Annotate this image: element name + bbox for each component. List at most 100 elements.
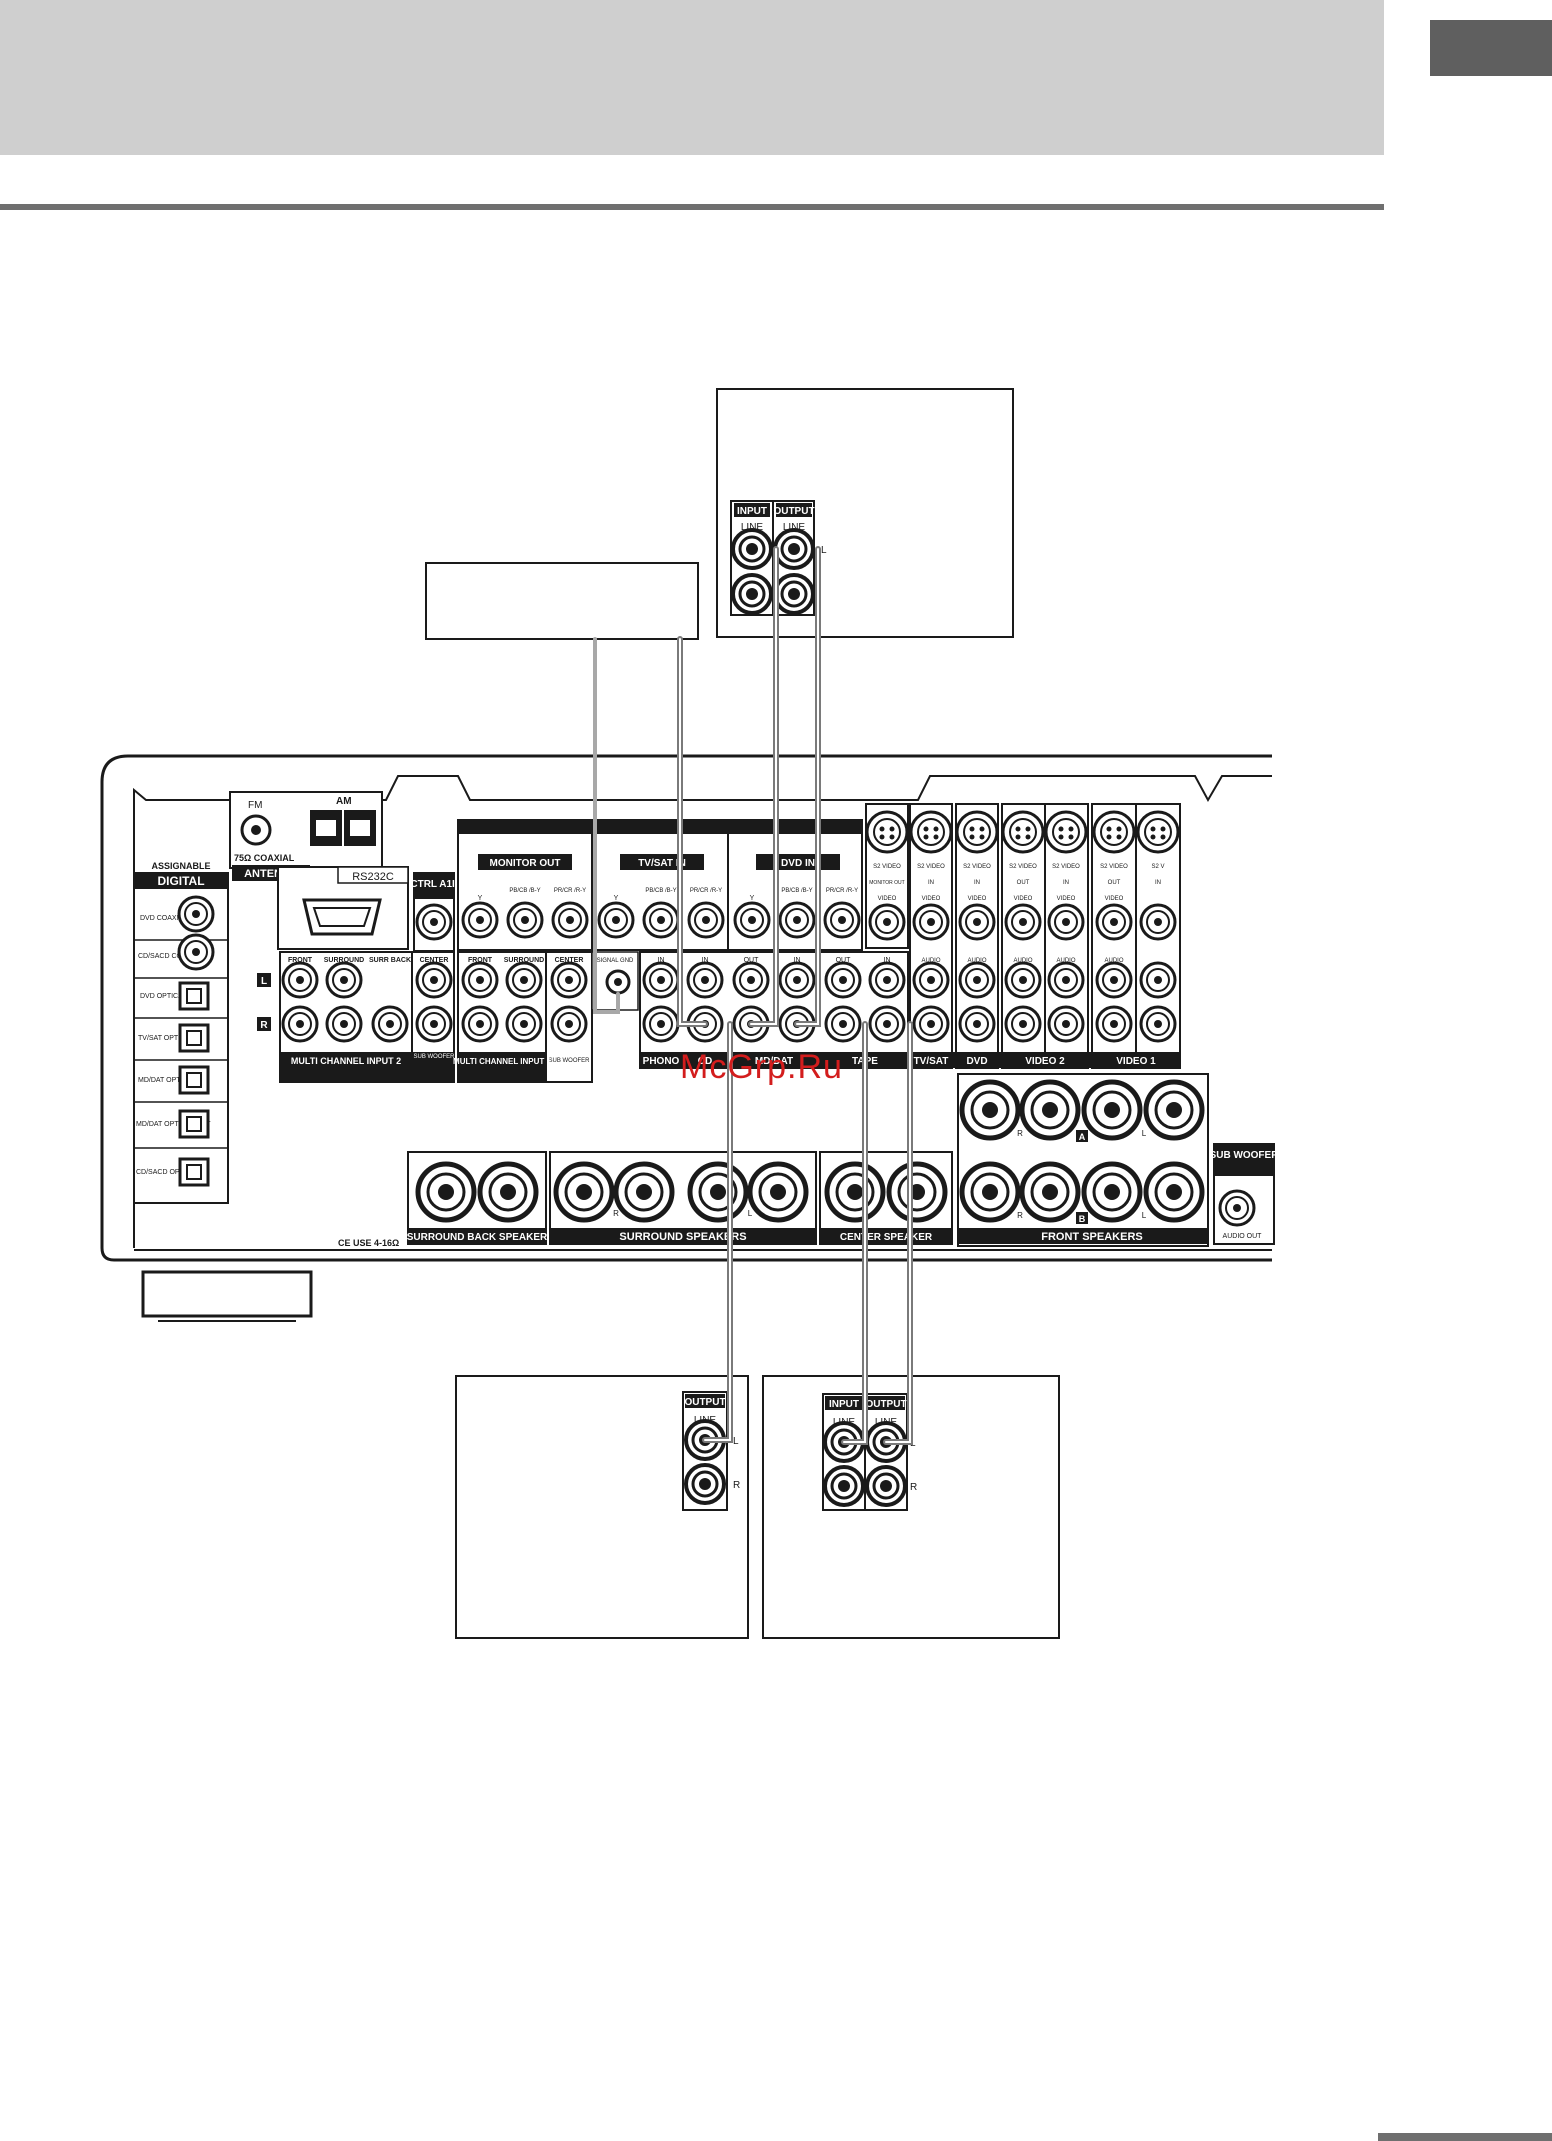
- top-deck-out-r-jack: [773, 573, 815, 615]
- bottom-right-output-label: OUTPUT: [865, 1399, 906, 1410]
- audio-word: AUDIO: [1013, 958, 1032, 964]
- multi2-front-label: FRONT: [288, 957, 313, 964]
- front-b-l: L: [1142, 1211, 1147, 1220]
- component-pr-label: PR/CR /R-Y: [690, 888, 722, 894]
- multi1-center-label: CENTER: [555, 957, 584, 964]
- top-deck-in-l-jack: [731, 528, 773, 570]
- l-marker: L: [261, 976, 267, 987]
- front-a-l: L: [1142, 1129, 1147, 1138]
- dvd-in-label: DVD IN: [781, 858, 815, 869]
- tvsat-in-label: TV/SAT IN: [638, 858, 686, 869]
- am-label: AM: [336, 796, 352, 807]
- digital-ports: DVD COAXIAL IN CD/SACD COAXIAL IN DVD OP…: [134, 895, 228, 1187]
- top-deck-in-r-jack: [731, 573, 773, 615]
- cables: [593, 546, 913, 1445]
- lower-speaker-terminals: SURROUND BACK SPEAKER R L SURROUND SPEAK…: [407, 1151, 953, 1245]
- multi2-surrback-label: SURR BACK: [369, 957, 411, 964]
- video-mid-label: IN: [1155, 880, 1161, 886]
- video-mid-label: IN: [974, 880, 980, 886]
- audio-word: AUDIO: [967, 958, 986, 964]
- video-col-label: S2 VIDEO: [1100, 864, 1128, 870]
- ctrl-label: CTRL A1II: [410, 879, 457, 890]
- component-pb-label: PB/CB /B-Y: [509, 888, 540, 894]
- video-col-label: S2 VIDEO: [1009, 864, 1037, 870]
- audio-top-label: OUT: [744, 957, 760, 964]
- sub-out-label: AUDIO OUT: [1223, 1233, 1263, 1240]
- multi2-sub-label: SUB WOOFER: [413, 1054, 455, 1060]
- top-deck-line-in-label: LINE: [741, 522, 764, 533]
- audio-word: AUDIO: [1056, 958, 1075, 964]
- bottom-left-r-label: R: [733, 1480, 740, 1491]
- component-pr-label: PR/CR /R-Y: [554, 888, 586, 894]
- audio-top-label: OUT: [836, 957, 852, 964]
- multi1-sub-label: SUB WOOFER: [548, 1058, 590, 1064]
- group-label: PHONO: [643, 1056, 680, 1067]
- impedance-label: CE USE 4-16Ω: [338, 1238, 399, 1248]
- multi2-center-label: CENTER: [420, 957, 449, 964]
- group-label: TV/SAT: [914, 1056, 949, 1067]
- turntable-box: [425, 562, 699, 640]
- group-label: CD: [698, 1056, 712, 1067]
- video-word: VIDEO: [878, 896, 897, 902]
- coax-label: 75Ω COAXIAL: [234, 853, 295, 863]
- front-b-r: R: [1017, 1211, 1023, 1220]
- group-label: VIDEO 1: [1116, 1056, 1156, 1067]
- audio-top-label: IN: [702, 957, 709, 964]
- front-speaker-terminals: R A L R B L FRONT SPEAKERS: [957, 1073, 1209, 1247]
- top-deck: INPUT OUTPUT LINE LINE L: [716, 388, 1014, 638]
- audio-top-label: IN: [658, 957, 665, 964]
- digital-title-1: ASSIGNABLE: [151, 861, 210, 871]
- component-y-label: Y: [614, 895, 619, 902]
- group-label: DVD: [966, 1056, 987, 1067]
- top-deck-line-out-label: LINE: [783, 522, 806, 533]
- bottom-right-r-label: R: [910, 1482, 917, 1493]
- audio-word: AUDIO: [921, 958, 940, 964]
- multi1-label: MULTI CHANNEL INPUT 1: [453, 1057, 551, 1066]
- signal-gnd-label: SIGNAL GND: [597, 958, 634, 964]
- r-marker: R: [260, 1020, 268, 1031]
- component-y-label: Y: [750, 895, 755, 902]
- multi1-surround-label: SURROUND: [504, 957, 544, 964]
- section-tab: [1430, 20, 1552, 76]
- multi2-label: MULTI CHANNEL INPUT 2: [291, 1056, 401, 1066]
- digital-port-label: DVD COAXIAL IN: [140, 915, 196, 922]
- video-mid-label: OUT: [1108, 880, 1121, 886]
- bottom-left-out-r-jack: [684, 1463, 726, 1505]
- header-rule: [0, 204, 1384, 210]
- page-footer-tab: [1378, 2133, 1552, 2141]
- component-jacks: Y PB/CB /B-Y PR/CR /R-Y Y PB/CB /B-Y PR/…: [461, 888, 861, 939]
- multi1-front-label: FRONT: [468, 957, 493, 964]
- digital-port-label: CD/SACD OPTICAL IN: [136, 1169, 208, 1176]
- video-word: VIDEO: [1014, 896, 1033, 902]
- audio-top-label: IN: [884, 957, 891, 964]
- group-label: VIDEO 2: [1025, 1056, 1065, 1067]
- top-deck-out-l-jack: [773, 528, 815, 570]
- group-label: MD/DAT: [755, 1056, 793, 1067]
- multi2-surround-label: SURROUND: [324, 957, 364, 964]
- video-columns: S2 VIDEO S2 VIDEO S2 VIDEO S2 VIDEO S2 V…: [865, 803, 1181, 1069]
- audio-top-label: IN: [794, 957, 801, 964]
- front-a-r: R: [1017, 1129, 1023, 1138]
- video-col-label: S2 VIDEO: [917, 864, 945, 870]
- digital-port-label: MD/DAT OPTICAL IN: [138, 1077, 205, 1084]
- top-deck-l-label: L: [821, 545, 827, 556]
- digital-port-label: CD/SACD COAXIAL IN: [138, 953, 210, 960]
- component-pr-label: PR/CR /R-Y: [826, 888, 858, 894]
- video-mid-label: IN: [1063, 880, 1069, 886]
- video-word: VIDEO: [922, 896, 941, 902]
- bottom-right-device: INPUT OUTPUT LINE LINE L R: [762, 1375, 1060, 1639]
- video-col-label: S2 V: [1151, 864, 1164, 870]
- surround-r: R: [613, 1209, 619, 1218]
- watermark: McGrp.Ru: [680, 1048, 843, 1086]
- video-word: VIDEO: [1057, 896, 1076, 902]
- video-word: VIDEO: [968, 896, 987, 902]
- bottom-left-l-label: L: [733, 1436, 739, 1447]
- video-col-label: S2 VIDEO: [873, 864, 901, 870]
- top-deck-input-label: INPUT: [737, 506, 767, 517]
- center-label: CENTER SPEAKER: [840, 1232, 933, 1243]
- bottom-right-in-r-jack: [823, 1465, 865, 1507]
- header-band: [0, 0, 1384, 155]
- component-y-label: Y: [478, 895, 483, 902]
- component-pb-label: PB/CB /B-Y: [645, 888, 676, 894]
